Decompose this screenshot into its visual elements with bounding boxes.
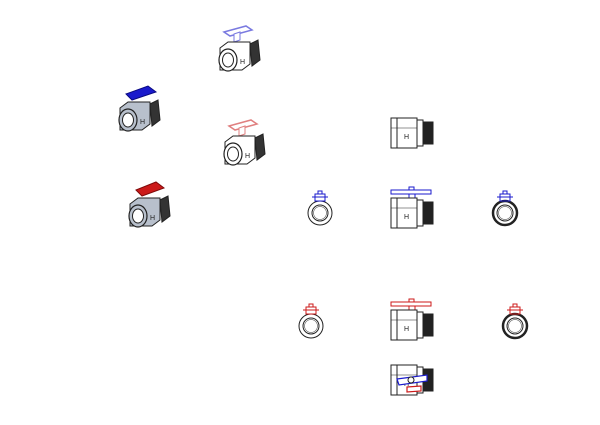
right-view-blue: [492, 191, 518, 226]
handle-icon: [125, 85, 158, 101]
bottom-view: [390, 364, 434, 396]
top-view: [390, 117, 434, 149]
handle-icon: [222, 25, 254, 37]
right-view-red: [502, 304, 528, 339]
front-view-red: [390, 299, 434, 341]
left-view-red: [298, 304, 324, 339]
left-view-blue: [307, 191, 333, 226]
isometric-wireframe-blue: [218, 25, 261, 72]
isometric-shaded-blue: [118, 85, 161, 132]
handle-icon: [135, 181, 166, 197]
front-view-blue: [390, 187, 434, 229]
isometric-wireframe-red: [223, 119, 266, 166]
isometric-shaded-red: [128, 181, 171, 228]
handle-icon: [227, 119, 259, 131]
